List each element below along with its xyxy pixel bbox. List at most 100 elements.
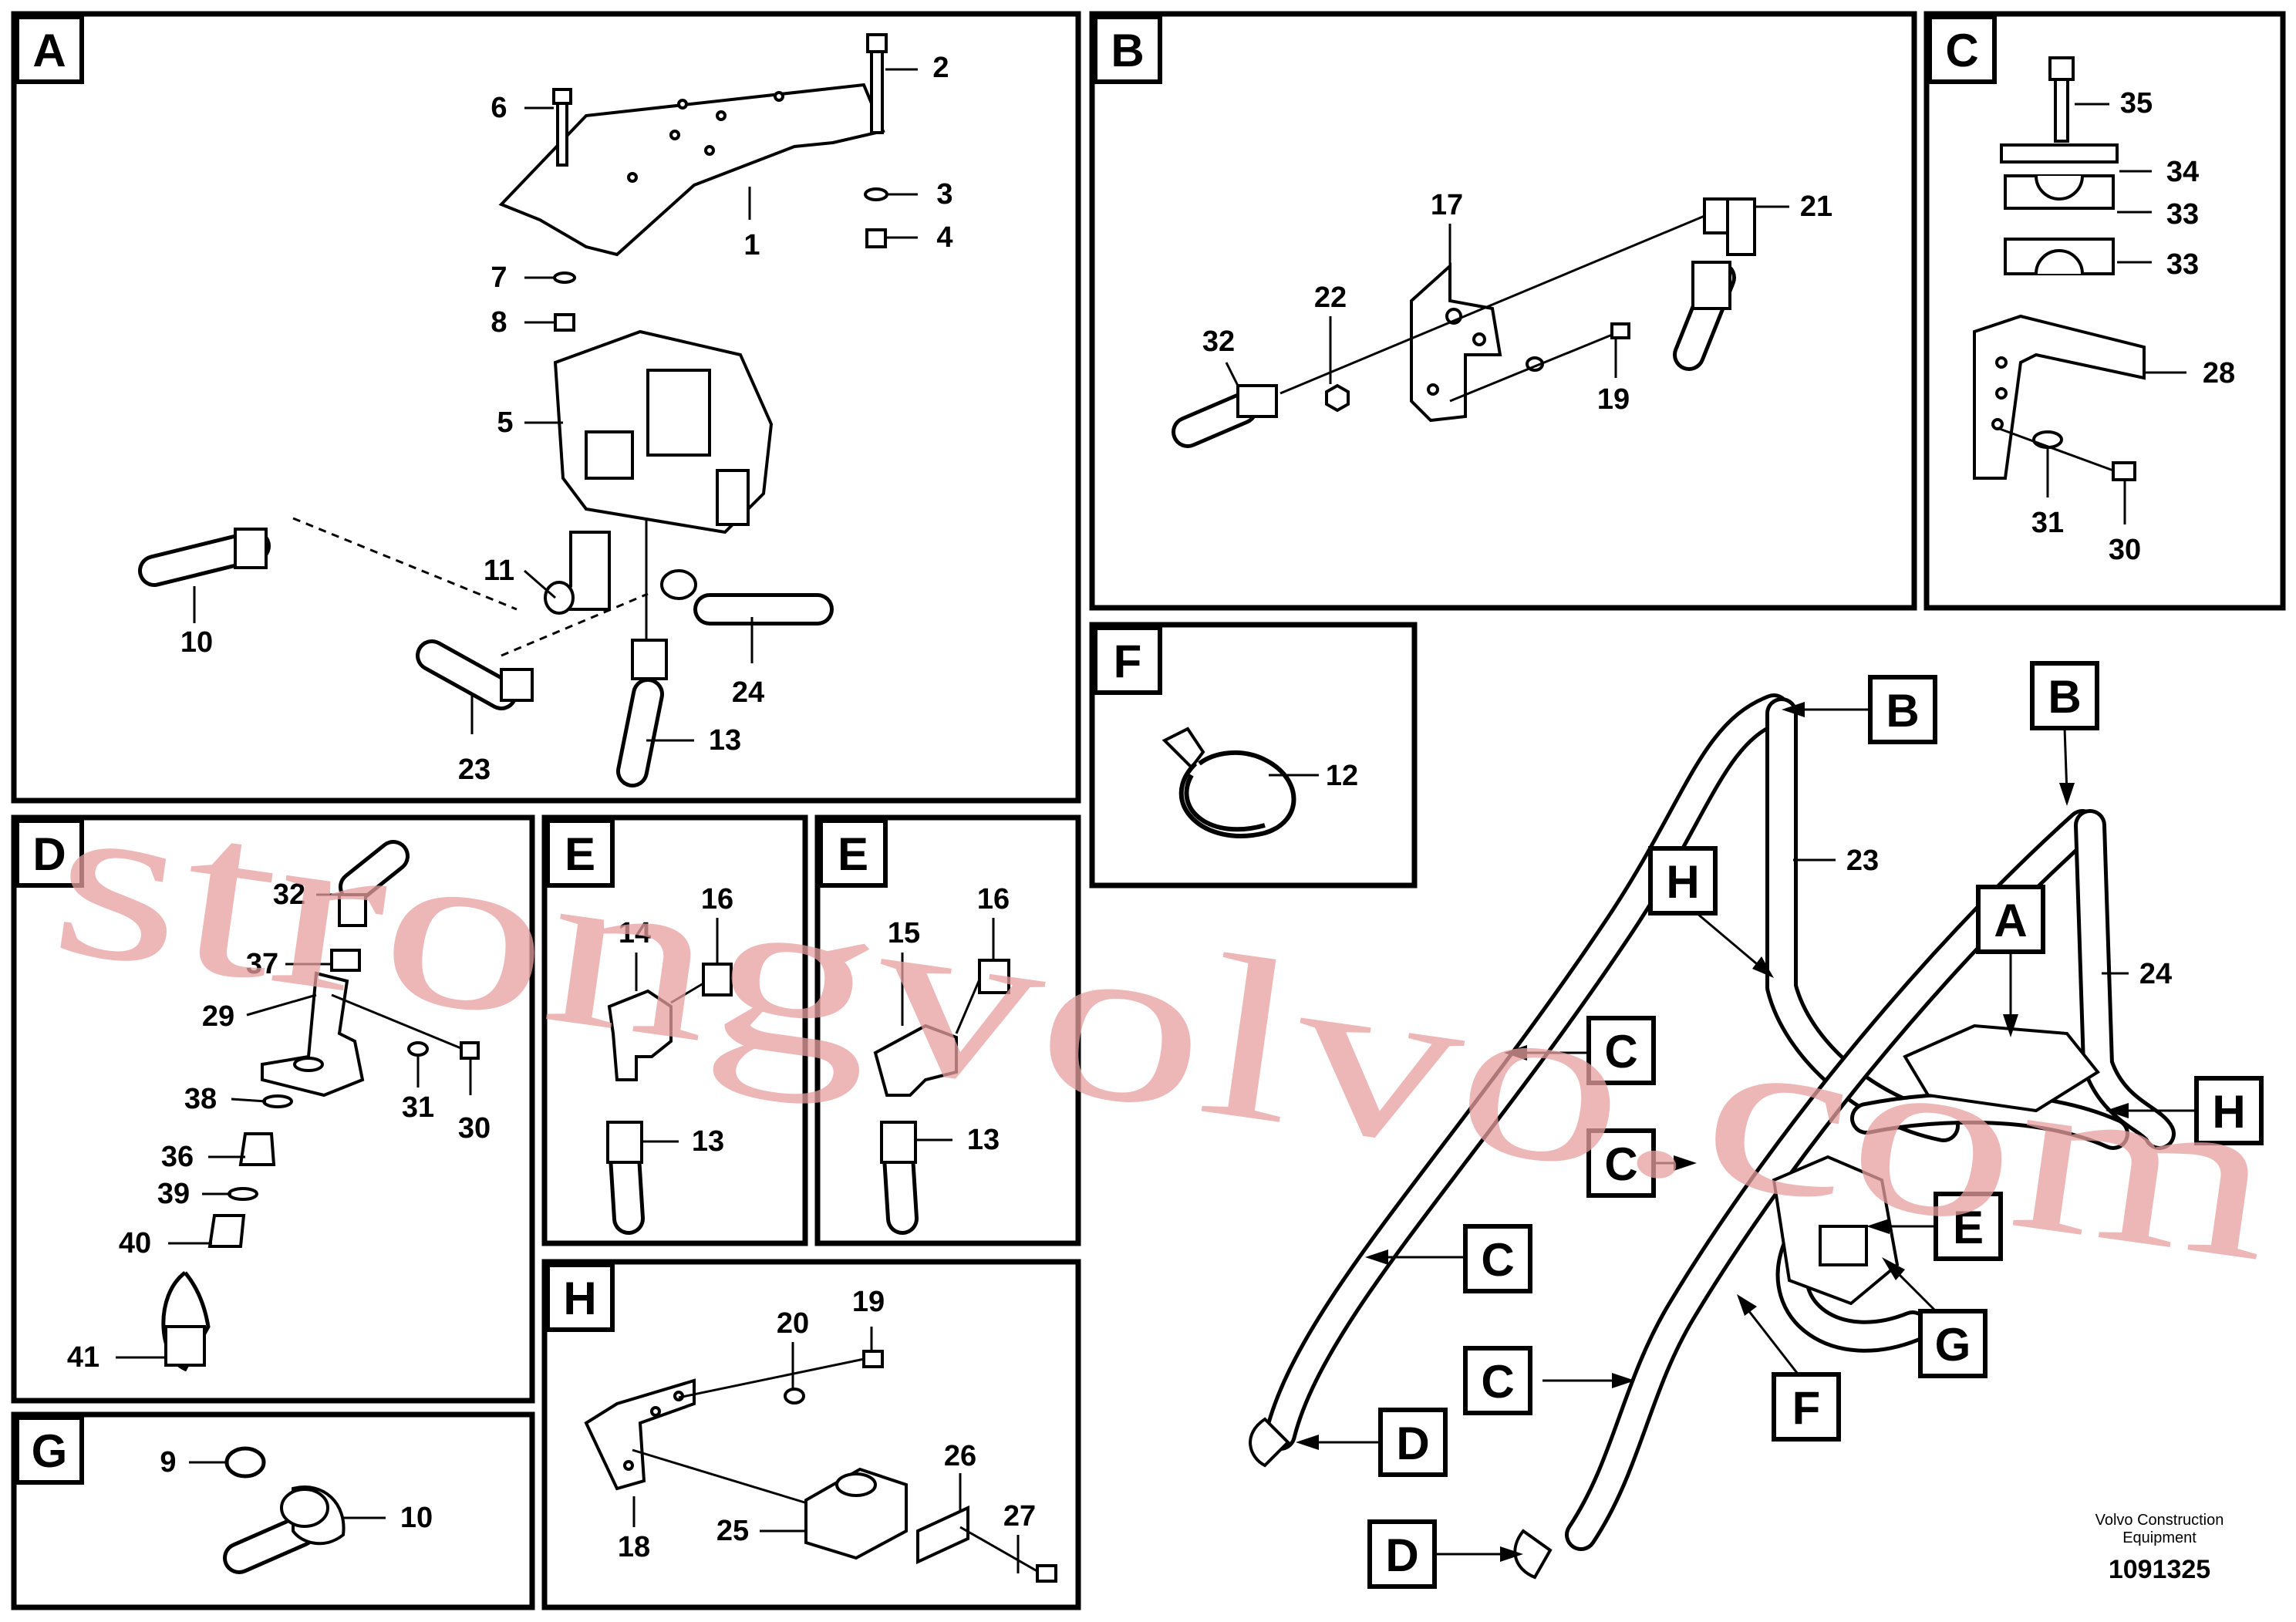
svg-text:C: C: [1604, 1138, 1637, 1190]
part-number-40: 40: [119, 1227, 151, 1259]
part-number-25: 25: [716, 1515, 749, 1547]
bracket-29: [261, 971, 365, 1098]
callout-g: G: [1882, 1257, 1988, 1378]
part-number-26: 26: [944, 1440, 976, 1472]
part-number-28: 28: [2203, 357, 2235, 389]
part-number-10: 10: [180, 626, 213, 659]
svg-text:C: C: [1945, 25, 1978, 76]
part-number-9: 9: [160, 1446, 176, 1479]
part-number-15: 15: [888, 917, 920, 949]
callout-c-4: C: [1463, 1346, 1635, 1415]
panel-c-frame: [1923, 11, 2286, 611]
panel-e2-drawing: [873, 918, 1010, 1235]
svg-text:F: F: [1114, 636, 1142, 687]
panel-e2-frame: [814, 814, 1081, 1246]
part-number-13: 13: [709, 724, 741, 757]
svg-text:C: C: [1481, 1356, 1514, 1408]
part-number-33-upper: 33: [2166, 198, 2199, 231]
callout-c-1: C: [1504, 1016, 1656, 1085]
panel-label-e2: E: [818, 818, 888, 888]
part-number-12: 12: [1326, 760, 1358, 792]
callout-e: E: [1866, 1192, 2003, 1261]
callout-d-1: D: [1296, 1408, 1448, 1477]
panel-h-frame: [541, 1259, 1081, 1610]
panel-label-g: G: [15, 1415, 84, 1485]
panel-h-drawing: [584, 1327, 1057, 1583]
part-number-21: 21: [1800, 191, 1832, 223]
panel-label-f: F: [1093, 626, 1162, 695]
part-number-17: 17: [1431, 189, 1463, 221]
part-number-16-e1: 16: [701, 883, 733, 916]
svg-text:D: D: [32, 828, 66, 880]
part-number-1: 1: [743, 229, 760, 261]
part-number-6: 6: [491, 92, 507, 124]
panel-label-b: B: [1093, 15, 1162, 84]
part-number-30-d: 30: [458, 1112, 491, 1145]
svg-text:C: C: [1604, 1026, 1637, 1077]
part-number-4: 4: [936, 221, 952, 254]
part-number-22: 22: [1314, 282, 1347, 314]
callout-d-2: D: [1367, 1519, 1523, 1589]
panel-label-h: H: [545, 1263, 615, 1332]
part-number-32: 32: [1202, 325, 1235, 358]
svg-text:D: D: [1396, 1418, 1429, 1469]
part-number-13-e1: 13: [692, 1125, 724, 1158]
part-number-36: 36: [161, 1141, 194, 1173]
part-number-2: 2: [932, 52, 949, 84]
part-number-37: 37: [246, 948, 278, 980]
mounting-plate: [498, 83, 885, 257]
svg-text:B: B: [2048, 671, 2081, 723]
panel-a-drawing: [138, 33, 918, 787]
part-number-32-d: 32: [273, 878, 305, 911]
callout-b-2: B: [2030, 661, 2099, 806]
callout-c-3: C: [1365, 1224, 1532, 1293]
part-number-8: 8: [491, 306, 507, 339]
overview-hoses: [1249, 693, 2176, 1580]
part-number-30: 30: [2109, 534, 2141, 566]
panel-b-drawing: [1172, 197, 1789, 448]
svg-text:F: F: [1792, 1382, 1821, 1434]
panel-f-frame: [1089, 622, 1418, 889]
maker-label-line1: Volvo Construction: [2095, 1512, 2224, 1529]
svg-text:B: B: [1886, 685, 1919, 737]
panel-e1-drawing: [606, 918, 733, 1235]
bracket-18: [584, 1378, 696, 1491]
part-number-13-e2: 13: [967, 1124, 1000, 1156]
overview-part-number-24: 24: [2139, 958, 2172, 990]
bracket-28: [1973, 314, 2146, 480]
part-number-31-d: 31: [402, 1091, 434, 1124]
svg-text:E: E: [1953, 1202, 1984, 1253]
panel-b-frame: [1089, 11, 1917, 611]
part-number-41: 41: [67, 1341, 99, 1374]
panel-g-drawing: [189, 1446, 386, 1574]
part-number-5: 5: [497, 406, 513, 439]
part-number-29: 29: [202, 1000, 234, 1033]
part-number-31: 31: [2031, 507, 2064, 539]
panel-d-frame: [11, 814, 535, 1404]
svg-text:H: H: [1666, 856, 1699, 908]
part-number-11: 11: [484, 555, 514, 587]
svg-text:H: H: [563, 1273, 596, 1324]
part-number-23: 23: [458, 754, 491, 786]
part-number-24: 24: [732, 676, 764, 709]
part-number-10-g: 10: [400, 1502, 433, 1534]
part-number-39: 39: [157, 1178, 190, 1210]
panel-d-drawing: [116, 840, 480, 1372]
panel-label-c: C: [1927, 15, 1997, 84]
part-number-38: 38: [184, 1083, 217, 1115]
panel-f-drawing: [1161, 727, 1319, 838]
svg-text:E: E: [838, 828, 868, 880]
svg-text:A: A: [32, 25, 66, 76]
drawing-number: 1091325: [2109, 1555, 2210, 1584]
part-number-14: 14: [619, 917, 651, 949]
part-number-34: 34: [2166, 156, 2199, 188]
svg-text:B: B: [1111, 25, 1144, 76]
callout-f: F: [1737, 1294, 1841, 1442]
bracket-17: [1410, 262, 1502, 423]
part-number-19: 19: [1597, 383, 1630, 416]
part-number-18: 18: [618, 1531, 650, 1563]
svg-text:G: G: [32, 1425, 68, 1477]
overview-part-number-23: 23: [1846, 845, 1879, 877]
svg-text:D: D: [1385, 1529, 1418, 1581]
part-number-7: 7: [491, 261, 507, 294]
